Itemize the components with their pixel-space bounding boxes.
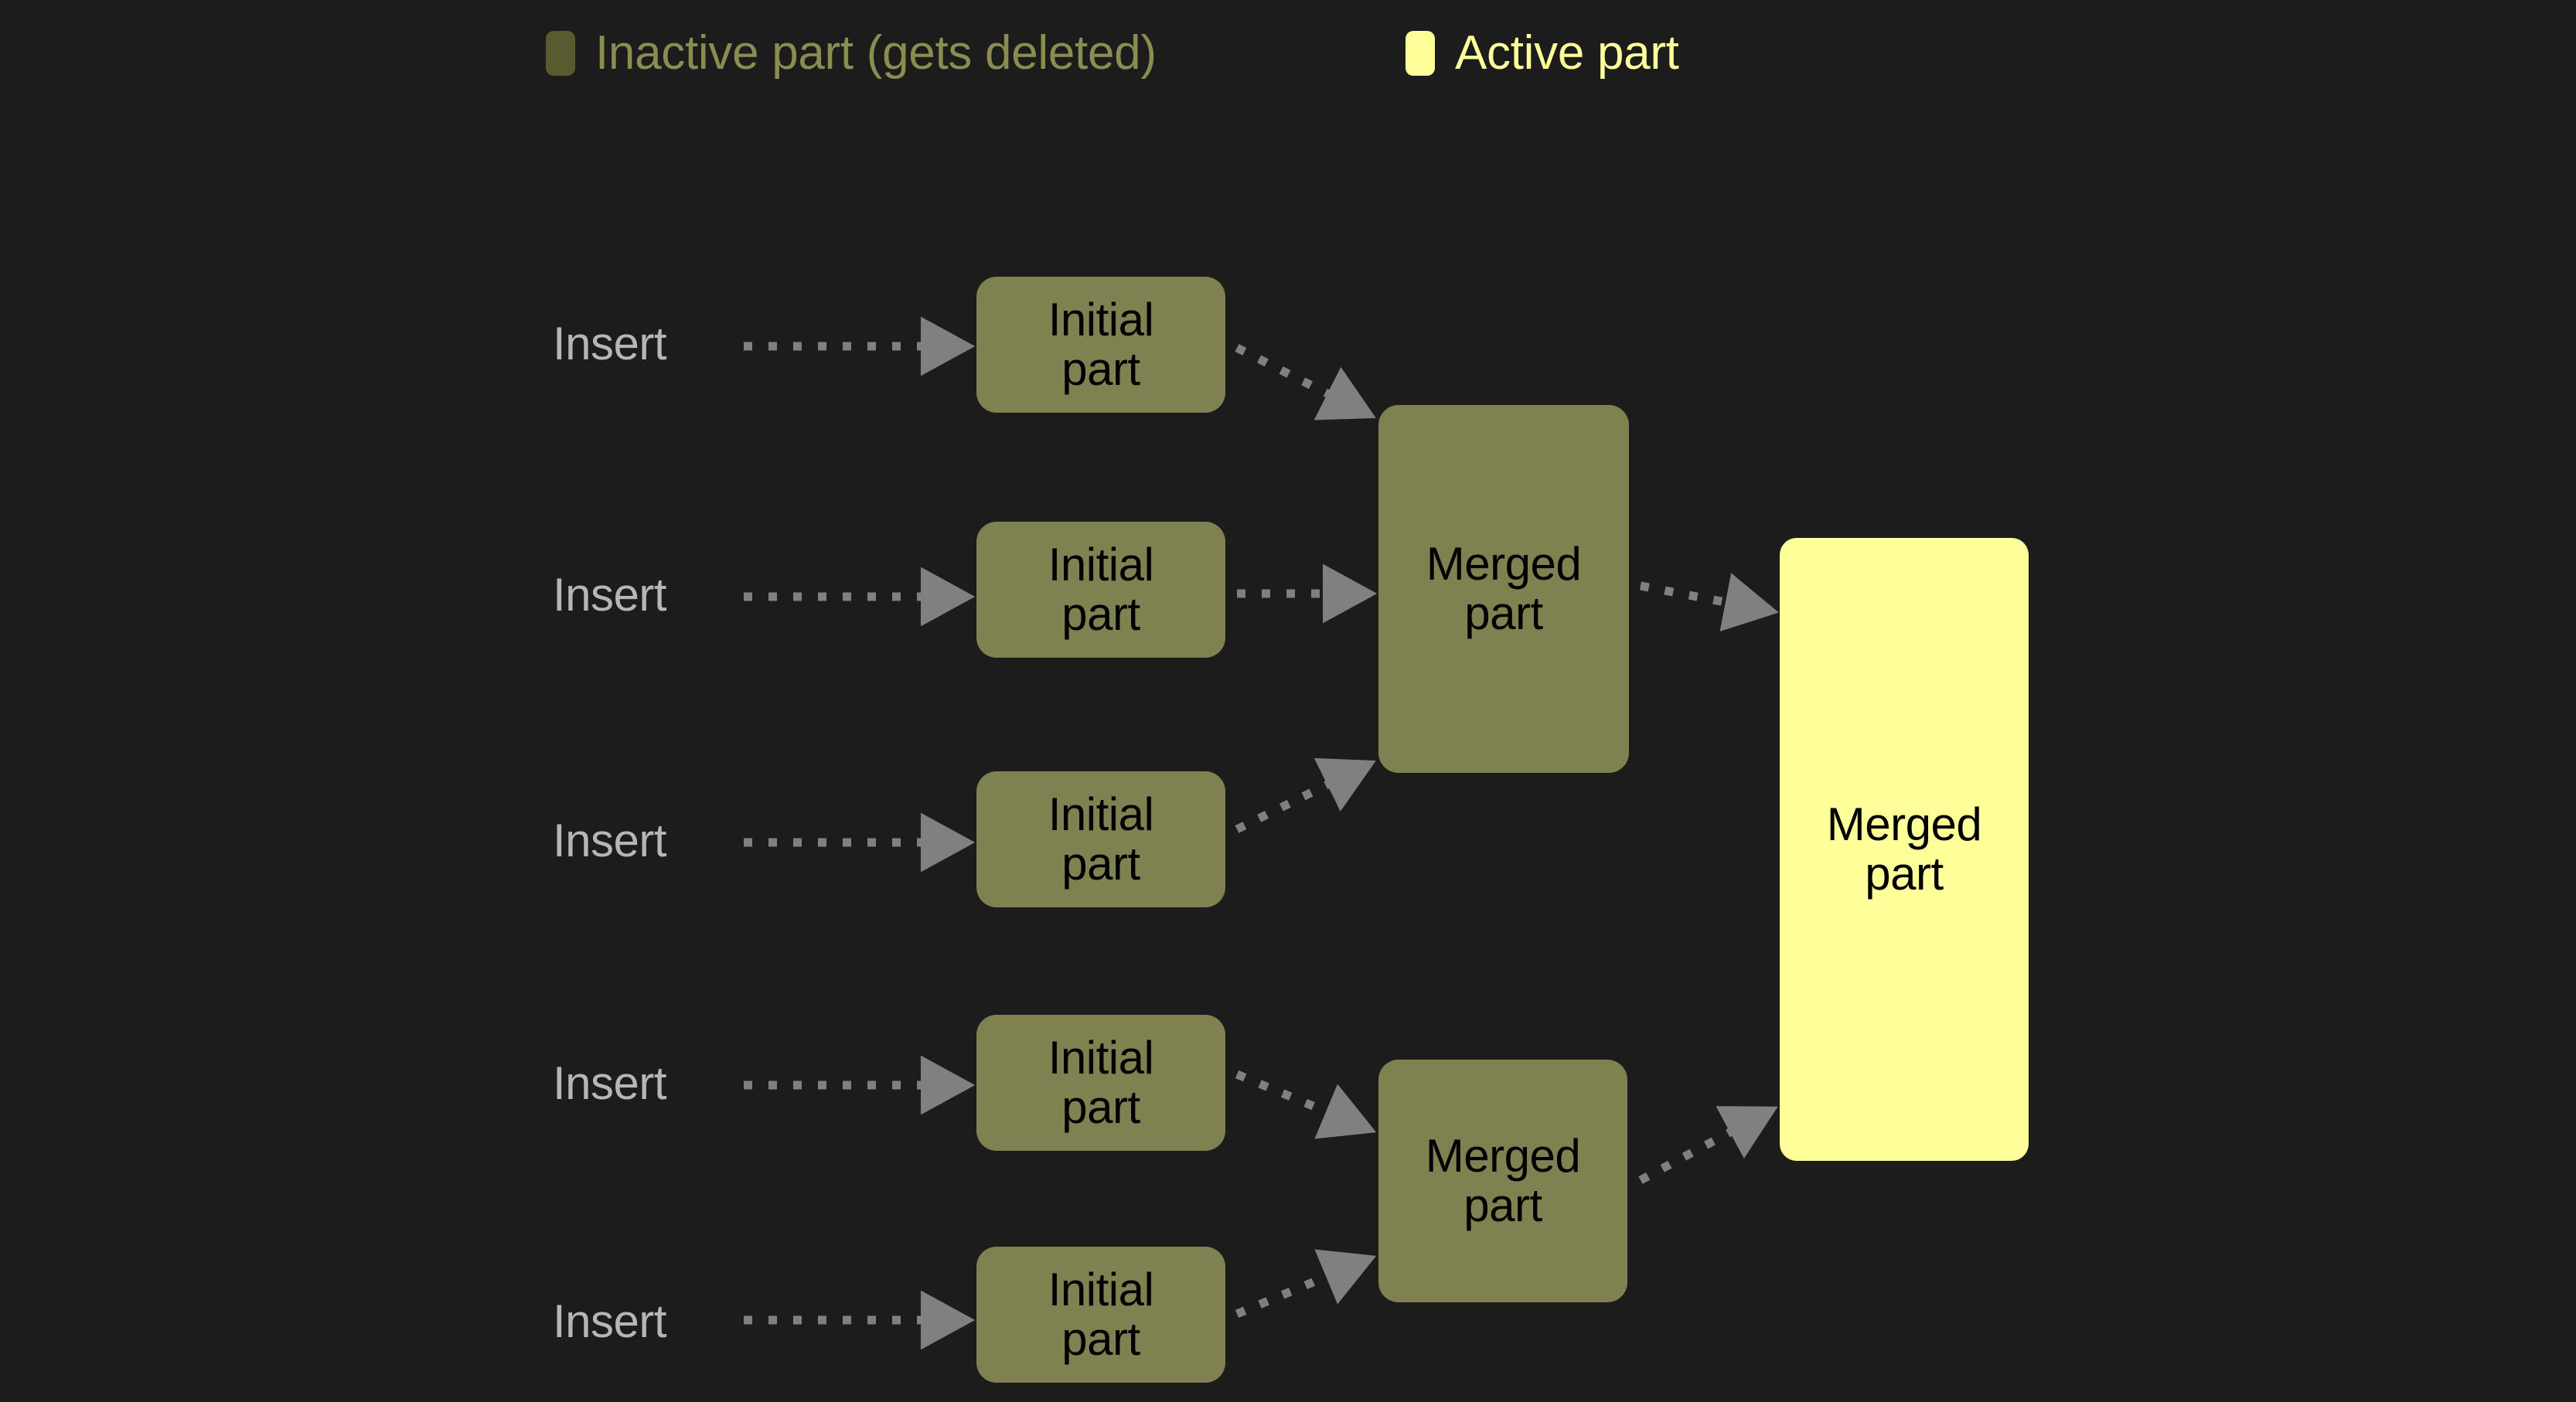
insert-label: Insert xyxy=(553,569,667,621)
arrow-initial-3-to-merged-1 xyxy=(1235,757,1376,833)
arrow-merged-2-to-active xyxy=(1638,1106,1778,1184)
legend-item-active: Active part xyxy=(1406,29,1679,77)
arrow-initial-5-to-merged-2 xyxy=(1235,1249,1377,1319)
legend-swatch-inactive-icon xyxy=(546,31,575,76)
legend-item-inactive: Inactive part (gets deleted) xyxy=(546,29,1157,77)
insert-label: Insert xyxy=(553,1057,667,1109)
legend-label-active: Active part xyxy=(1455,26,1679,80)
legend-swatch-active-icon xyxy=(1406,31,1435,76)
legend: Inactive part (gets deleted) Active part xyxy=(0,23,2576,85)
insert-label: Insert xyxy=(553,1295,667,1347)
arrow-initial-4-to-merged-2 xyxy=(1235,1070,1377,1139)
arrow-initial-1-to-merged-1 xyxy=(1235,344,1376,420)
arrow-merged-1-to-active xyxy=(1639,573,1779,631)
insert-label: Insert xyxy=(553,318,667,369)
legend-label-inactive: Inactive part (gets deleted) xyxy=(595,26,1157,80)
insert-label: Insert xyxy=(553,815,667,866)
